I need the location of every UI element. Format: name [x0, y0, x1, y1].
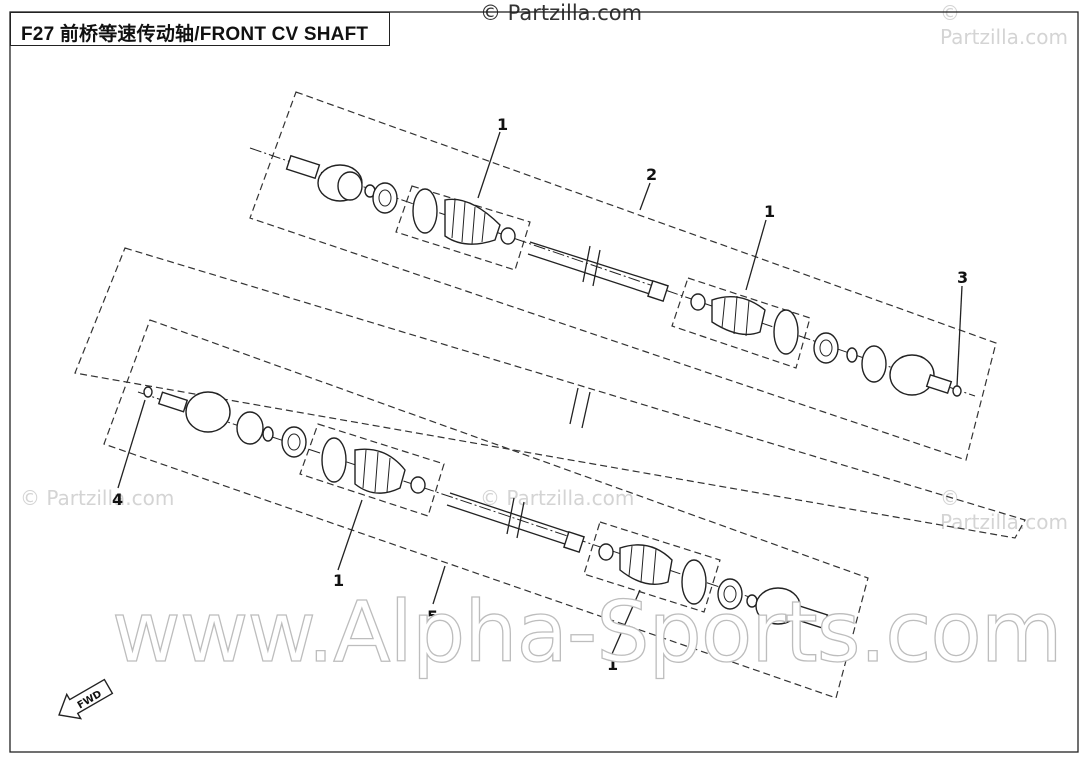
leader-1-lower-left: [337, 499, 363, 571]
upper-shaft-bar: [527, 241, 669, 302]
lower-boot-kit-box-left: [299, 423, 445, 517]
middle-break-mark: [569, 387, 591, 429]
lower-outer-cv-joint: [717, 578, 829, 630]
leader-1-lower-right: [611, 589, 641, 655]
upper-boot-kit-box-left: [395, 185, 531, 271]
watermark-faint-center: © Partzilla.com: [480, 486, 635, 510]
lower-inner-cv-joint: [143, 386, 307, 458]
leader-1-upper-left: [477, 131, 501, 199]
lower-right-boot: [598, 543, 707, 605]
callout-1-lower-left: 1: [333, 571, 344, 590]
middle-shaft-assembly-box: [74, 247, 1026, 539]
lower-left-boot: [321, 437, 426, 494]
upper-right-boot: [690, 293, 799, 355]
drawing-frame: [9, 11, 1079, 753]
leader-2: [639, 182, 651, 211]
leader-1-upper-right: [745, 219, 767, 291]
callout-3: 3: [957, 268, 968, 287]
callout-1-upper-left: 1: [497, 115, 508, 134]
fwd-arrow-icon: FWD: [58, 678, 114, 720]
watermark-big: www.Alpha-Sports.com: [111, 582, 1063, 681]
watermark-top: © Partzilla.com: [480, 1, 643, 25]
lower-boot-kit-box-right: [583, 521, 721, 613]
watermark-faint-top-right: © Partzilla.com: [940, 1, 1068, 49]
diagram-title-box: F27 前桥等速传动轴/FRONT CV SHAFT: [10, 12, 390, 46]
leader-3: [956, 285, 963, 387]
upper-shaft-assembly-box: [249, 91, 997, 461]
callout-2: 2: [646, 165, 657, 184]
upper-inner-cv-joint: [813, 332, 962, 397]
callout-5: 5: [427, 607, 438, 626]
lower-shaft-assembly-box: [103, 319, 869, 699]
upper-outer-cv-joint: [285, 154, 398, 214]
leader-5: [432, 565, 446, 605]
callout-4: 4: [112, 490, 123, 509]
diagram-title: F27 前桥等速传动轴/FRONT CV SHAFT: [21, 24, 369, 45]
callout-1-lower-right: 1: [607, 655, 618, 674]
callout-1-upper-right: 1: [764, 202, 775, 221]
upper-boot-kit-box-right: [671, 277, 811, 369]
upper-left-boot: [412, 188, 516, 245]
watermark-faint-left: © Partzilla.com: [20, 486, 175, 510]
lower-shaft-bar: [446, 492, 585, 553]
leader-4: [117, 399, 146, 489]
